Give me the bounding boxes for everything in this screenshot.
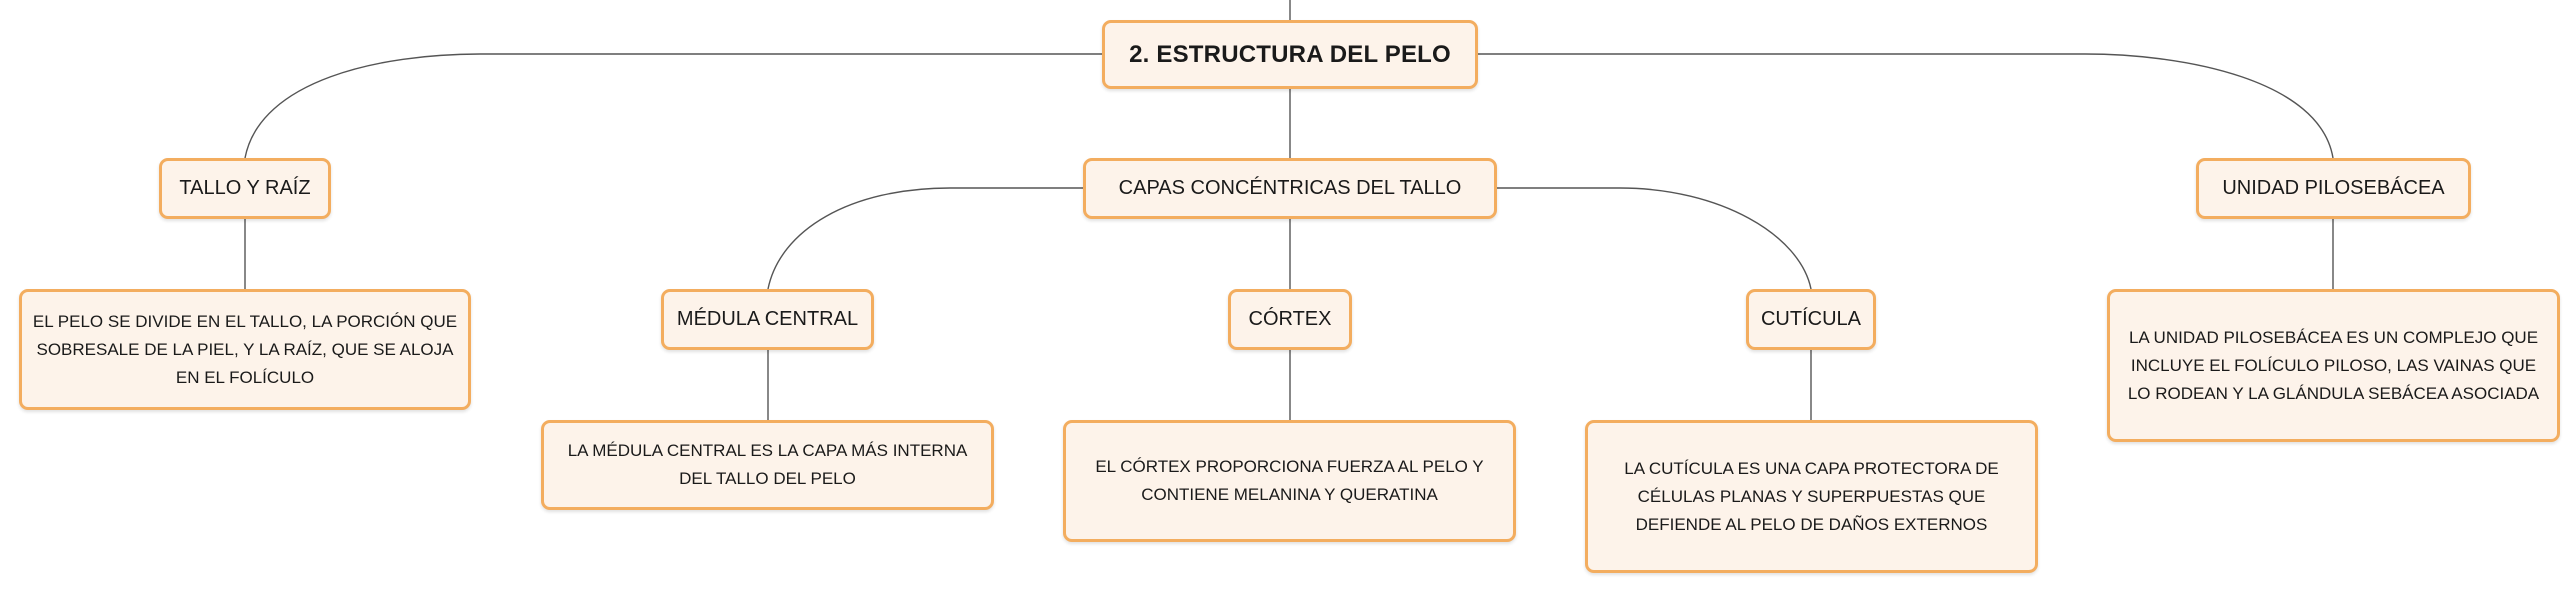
node-cortex-description-text: EL CÓRTEX PROPORCIONA FUERZA AL PELO Y C… [1095,457,1484,504]
node-cuticula-label: CUTÍCULA [1760,308,1861,330]
node-medula-description[interactable]: LA MÉDULA CENTRAL ES LA CAPA MÁS INTERNA… [541,420,994,510]
node-cortex-label: CÓRTEX [1248,308,1332,330]
connector-root-unidad [1478,53,2334,159]
node-capas-concentricas-label: CAPAS CONCÉNTRICAS DEL TALLO [1118,177,1462,199]
node-tallo-raiz[interactable]: TALLO Y RAÍZ [159,158,331,219]
node-tallo-raiz-description-text: EL PELO SE DIVIDE EN EL TALLO, LA PORCIÓ… [32,311,458,387]
node-unidad-pilosebacea-description-text: LA UNIDAD PILOSEBÁCEA ES UN COMPLEJO QUE… [2127,327,2540,403]
node-tallo-raiz-label: TALLO Y RAÍZ [179,177,311,199]
node-medula-central[interactable]: MÉDULA CENTRAL [661,289,874,350]
node-cuticula-description[interactable]: LA CUTÍCULA ES UNA CAPA PROTECTORA DE CÉ… [1585,420,2038,573]
root-node[interactable]: 2. ESTRUCTURA DEL PELO [1102,20,1478,89]
node-tallo-raiz-description[interactable]: EL PELO SE DIVIDE EN EL TALLO, LA PORCIÓ… [19,289,471,410]
connector-capas-medula [767,187,1083,290]
node-unidad-pilosebacea[interactable]: UNIDAD PILOSEBÁCEA [2196,158,2471,219]
node-cortex-description[interactable]: EL CÓRTEX PROPORCIONA FUERZA AL PELO Y C… [1063,420,1516,542]
node-cortex[interactable]: CÓRTEX [1228,289,1352,350]
node-cuticula-description-text: LA CUTÍCULA ES UNA CAPA PROTECTORA DE CÉ… [1624,458,1999,534]
connector-root-tallo [244,53,1102,159]
node-unidad-pilosebacea-label: UNIDAD PILOSEBÁCEA [2222,177,2445,199]
node-capas-concentricas[interactable]: CAPAS CONCÉNTRICAS DEL TALLO [1083,158,1497,219]
root-node-label: 2. ESTRUCTURA DEL PELO [1129,40,1451,68]
node-medula-central-label: MÉDULA CENTRAL [676,308,859,330]
node-unidad-pilosebacea-description[interactable]: LA UNIDAD PILOSEBÁCEA ES UN COMPLEJO QUE… [2107,289,2560,442]
node-medula-description-text: LA MÉDULA CENTRAL ES LA CAPA MÁS INTERNA… [567,441,968,488]
connector-capas-cuticula [1497,187,1812,290]
node-cuticula[interactable]: CUTÍCULA [1746,289,1876,350]
